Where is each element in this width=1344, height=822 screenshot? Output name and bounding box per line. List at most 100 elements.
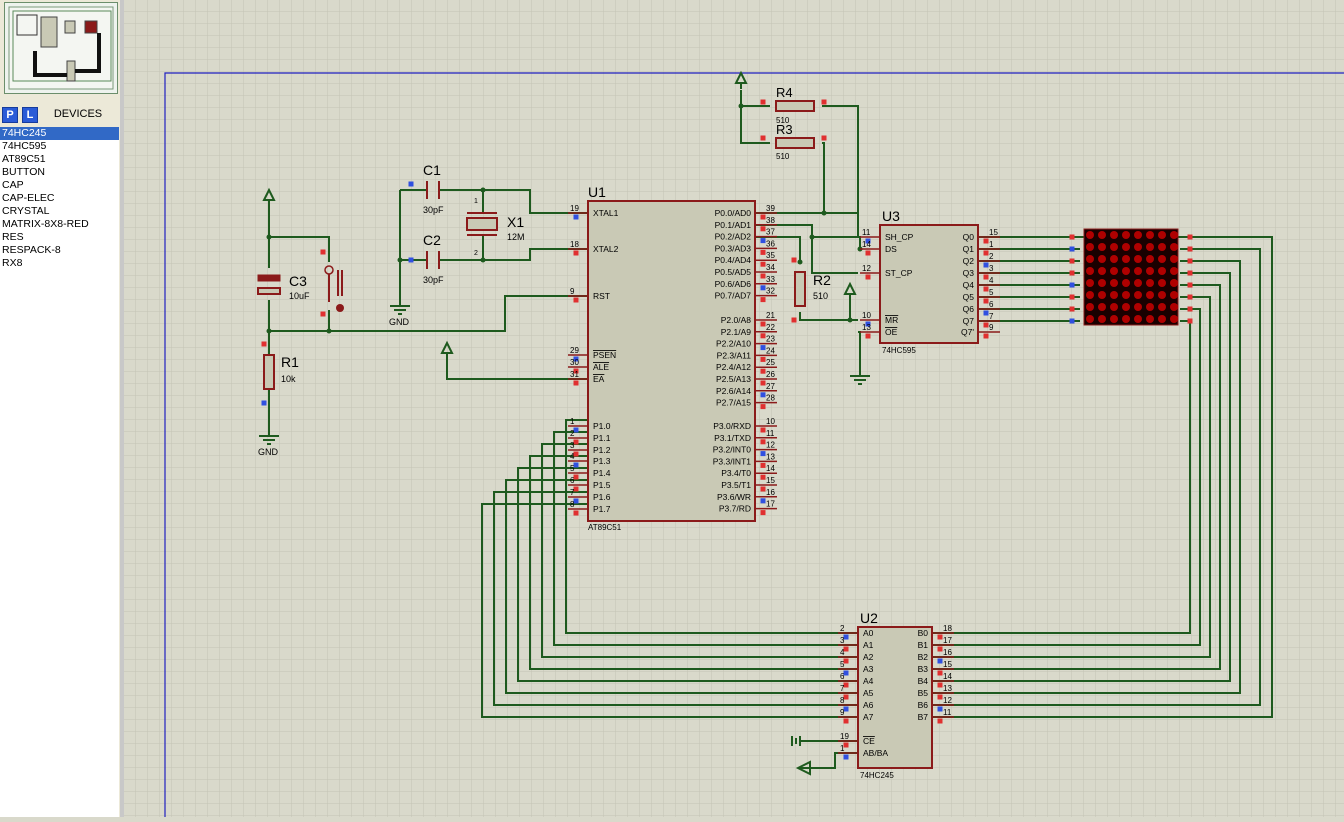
led-dot <box>1134 303 1142 311</box>
device-item[interactable]: CRYSTAL <box>2 205 50 217</box>
pin-marker <box>573 451 579 457</box>
u1-pin-num: 21 <box>766 311 775 320</box>
led-dot <box>1098 303 1106 311</box>
pin-marker <box>1069 318 1075 324</box>
led-dot <box>1134 243 1142 251</box>
pin-marker <box>573 486 579 492</box>
pin-marker <box>760 273 766 279</box>
ground-symbol <box>259 428 279 445</box>
u1-pin-num: 28 <box>766 394 775 403</box>
u3-pin-name: Q6 <box>963 304 975 314</box>
led-dot <box>1158 291 1166 299</box>
wire <box>932 296 1211 658</box>
u2-pin-num: 5 <box>840 660 845 669</box>
led-dot <box>1098 279 1106 287</box>
u1-pin-name: ALE <box>593 362 609 372</box>
led-dot <box>1110 243 1118 251</box>
pick-devices-button[interactable]: P <box>2 107 18 123</box>
u3-pin-name: Q4 <box>963 280 975 290</box>
u1-pin-num: 2 <box>570 429 575 438</box>
capacitor <box>426 181 440 199</box>
junction-dot <box>326 328 332 334</box>
device-item[interactable]: RES <box>2 231 24 243</box>
u3-pin-num: 11 <box>862 228 871 237</box>
c1-value: 30pF <box>423 205 444 215</box>
u3-pin-num: 12 <box>862 264 871 273</box>
led-dot <box>1098 243 1106 251</box>
u1-pin-name: RST <box>593 291 610 301</box>
junction-dot <box>821 210 827 216</box>
u1-pin-num: 24 <box>766 346 775 355</box>
u3-pin-name: MR <box>885 315 898 325</box>
u2-pin-name: B5 <box>918 688 929 698</box>
pin-marker <box>843 718 849 724</box>
led-dot <box>1122 303 1130 311</box>
u1-pin-name: P3.5/T1 <box>721 480 751 490</box>
u3-pin-num: 7 <box>989 312 994 321</box>
device-item[interactable]: CAP <box>2 179 24 191</box>
led-dot <box>1122 315 1130 323</box>
u1-pin-num: 23 <box>766 335 775 344</box>
u1-pin-name: P0.6/AD6 <box>715 279 752 289</box>
pin-marker <box>1069 306 1075 312</box>
device-item[interactable]: 74HC595 <box>2 140 47 152</box>
u2-pin-num: 8 <box>840 696 845 705</box>
pin-marker <box>760 451 766 457</box>
led-dot <box>1170 279 1178 287</box>
pin-marker <box>320 249 326 255</box>
u2-pin-num: 11 <box>943 708 952 717</box>
u2-pin-num: 17 <box>943 636 952 645</box>
led-dot <box>1146 267 1154 275</box>
pin-marker <box>573 498 579 504</box>
u3-pin-name: ST_CP <box>885 268 913 278</box>
device-item[interactable]: RX8 <box>2 257 23 269</box>
u1-pin-num: 33 <box>766 275 775 284</box>
pin-marker <box>1069 234 1075 240</box>
u1-pin-name: P0.2/AD2 <box>715 232 752 242</box>
pin-marker <box>760 510 766 516</box>
u1-pin-name: P1.5 <box>593 480 611 490</box>
pin-marker <box>760 135 766 141</box>
led-dot <box>1086 231 1094 239</box>
led-dot <box>1086 315 1094 323</box>
overview-window[interactable] <box>4 2 118 94</box>
u1-pin-name: P1.1 <box>593 433 611 443</box>
u1-pin-name: EA <box>593 374 605 384</box>
pin-marker <box>1187 234 1193 240</box>
device-item[interactable]: MATRIX-8X8-RED <box>2 218 89 230</box>
u3-pin-name: Q7' <box>961 327 974 337</box>
x1-ref: X1 <box>507 214 524 230</box>
u1-pin-num: 18 <box>570 240 579 249</box>
wire <box>541 443 858 658</box>
device-item[interactable]: AT89C51 <box>2 153 46 165</box>
sheet-border <box>164 72 1344 817</box>
led-dot <box>1110 291 1118 299</box>
led-dot <box>1110 267 1118 275</box>
c3-ref: C3 <box>289 273 307 289</box>
pin-marker <box>760 380 766 386</box>
device-item[interactable]: 74HC245 <box>0 127 119 140</box>
u2-pin-num: 7 <box>840 684 845 693</box>
u3-pin-name: Q0 <box>963 232 975 242</box>
pin-marker <box>983 238 989 244</box>
wire <box>811 237 858 274</box>
pin-marker <box>843 706 849 712</box>
led-dot <box>1134 267 1142 275</box>
junction-dot <box>397 257 403 263</box>
button-contact <box>336 304 344 312</box>
pin-marker <box>573 297 579 303</box>
pin-marker <box>760 392 766 398</box>
library-button[interactable]: L <box>22 107 38 123</box>
device-item[interactable]: RESPACK-8 <box>2 244 61 256</box>
u3-pin-num: 13 <box>862 323 871 332</box>
panel-splitter[interactable] <box>120 0 124 817</box>
device-item[interactable]: CAP-ELEC <box>2 192 55 204</box>
led-dot <box>1146 303 1154 311</box>
pin-marker <box>865 321 871 327</box>
devices-header: P L DEVICES <box>0 104 120 126</box>
led-dot <box>1098 255 1106 263</box>
device-item[interactable]: BUTTON <box>2 166 45 178</box>
